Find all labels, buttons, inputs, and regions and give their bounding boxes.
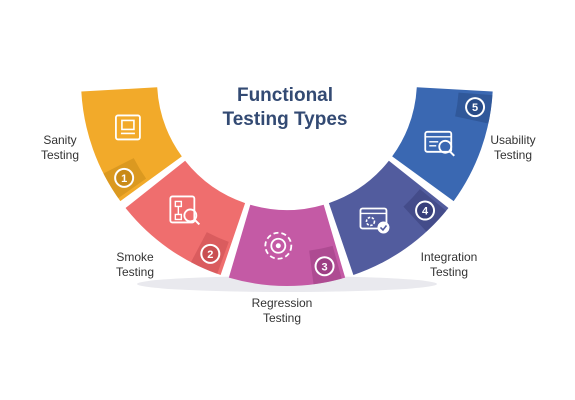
step-badge-5: 5 xyxy=(465,97,486,118)
diagram-title: Functional Testing Types xyxy=(205,84,365,132)
diagram-title-line2: Testing Types xyxy=(222,109,348,130)
step-number-4: 4 xyxy=(422,206,429,218)
step-badge-3: 3 xyxy=(314,256,335,277)
arc-segment-4 xyxy=(328,160,449,276)
step-number-1: 1 xyxy=(121,173,127,185)
step-number-5: 5 xyxy=(472,102,478,114)
browser-gear-check-icon xyxy=(359,207,390,234)
ui-layout-icon xyxy=(115,114,141,141)
step-number-2: 2 xyxy=(207,249,213,261)
label-smoke-testing: Smoke Testing xyxy=(95,250,175,280)
label-line1: Sanity xyxy=(43,133,77,147)
window-search-check-icon xyxy=(424,130,455,157)
label-line2: Testing xyxy=(262,311,302,325)
label-line1: Integration xyxy=(420,250,478,264)
label-line2: Testing xyxy=(429,265,469,279)
label-line2: Testing xyxy=(40,148,80,162)
gear-cycle-icon xyxy=(264,231,293,260)
step-number-3: 3 xyxy=(321,261,327,273)
step-badge-2: 2 xyxy=(200,243,221,264)
flowchart-search-icon xyxy=(169,195,201,226)
label-regression-testing: Regression Testing xyxy=(232,296,332,326)
label-line2: Testing xyxy=(115,265,155,279)
label-usability-testing: Usability Testing xyxy=(468,133,558,163)
label-line2: Testing xyxy=(493,148,533,162)
label-line1: Usability xyxy=(490,133,536,147)
label-sanity-testing: Sanity Testing xyxy=(20,133,100,163)
step-badge-1: 1 xyxy=(114,167,135,188)
diagram-title-line1: Functional xyxy=(236,85,334,106)
label-line1: Regression xyxy=(251,296,313,310)
step-badge-4: 4 xyxy=(415,200,436,221)
label-integration-testing: Integration Testing xyxy=(404,250,494,280)
label-line1: Smoke xyxy=(116,250,154,264)
